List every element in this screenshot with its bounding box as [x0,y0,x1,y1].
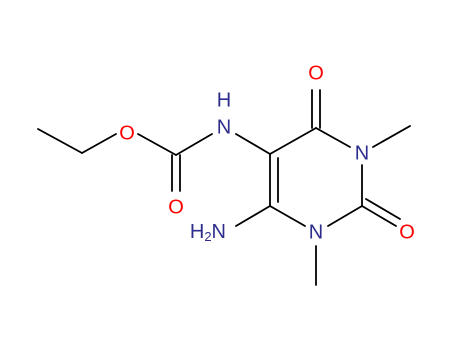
atom-nitrogen-carbamate: N [217,116,231,138]
atom-nitrogen-n1: N [309,221,323,243]
amino-subscript: 2 [204,229,211,244]
atom-labels: O H N O O N N O H2N [119,62,415,244]
amino-nitrogen: N [212,221,226,243]
bond-n1-c6 [269,205,306,227]
bond-c2-n1 [327,205,363,227]
bond-c5-c4 [269,127,317,155]
atom-hydrogen-carbamate: H [217,89,231,111]
atom-oxygen-carbonyl: O [168,196,184,218]
atom-oxygen-c4: O [308,62,324,84]
bond-ch3-ch2 [37,128,83,154]
bond-c2-o-double-a [361,205,397,227]
atom-nitrogen-n3: N [355,142,369,164]
bond-c2-o-double-b [365,198,401,220]
atom-amino-group: H2N [190,221,226,244]
bond-ch2-o [81,133,117,154]
bond-o-carbonyl-c [137,133,177,156]
bonds [37,89,411,286]
atom-oxygen-c2: O [399,221,415,243]
bond-n-c5 [235,133,271,155]
bond-n3-methyl [372,125,411,148]
bond-carbonyl-c-n [175,133,213,156]
atom-oxygen-ester: O [119,122,135,144]
amino-hydrogen: H [190,221,204,243]
bond-c6-nh2 [235,205,271,227]
bond-c4-n3 [315,127,351,148]
